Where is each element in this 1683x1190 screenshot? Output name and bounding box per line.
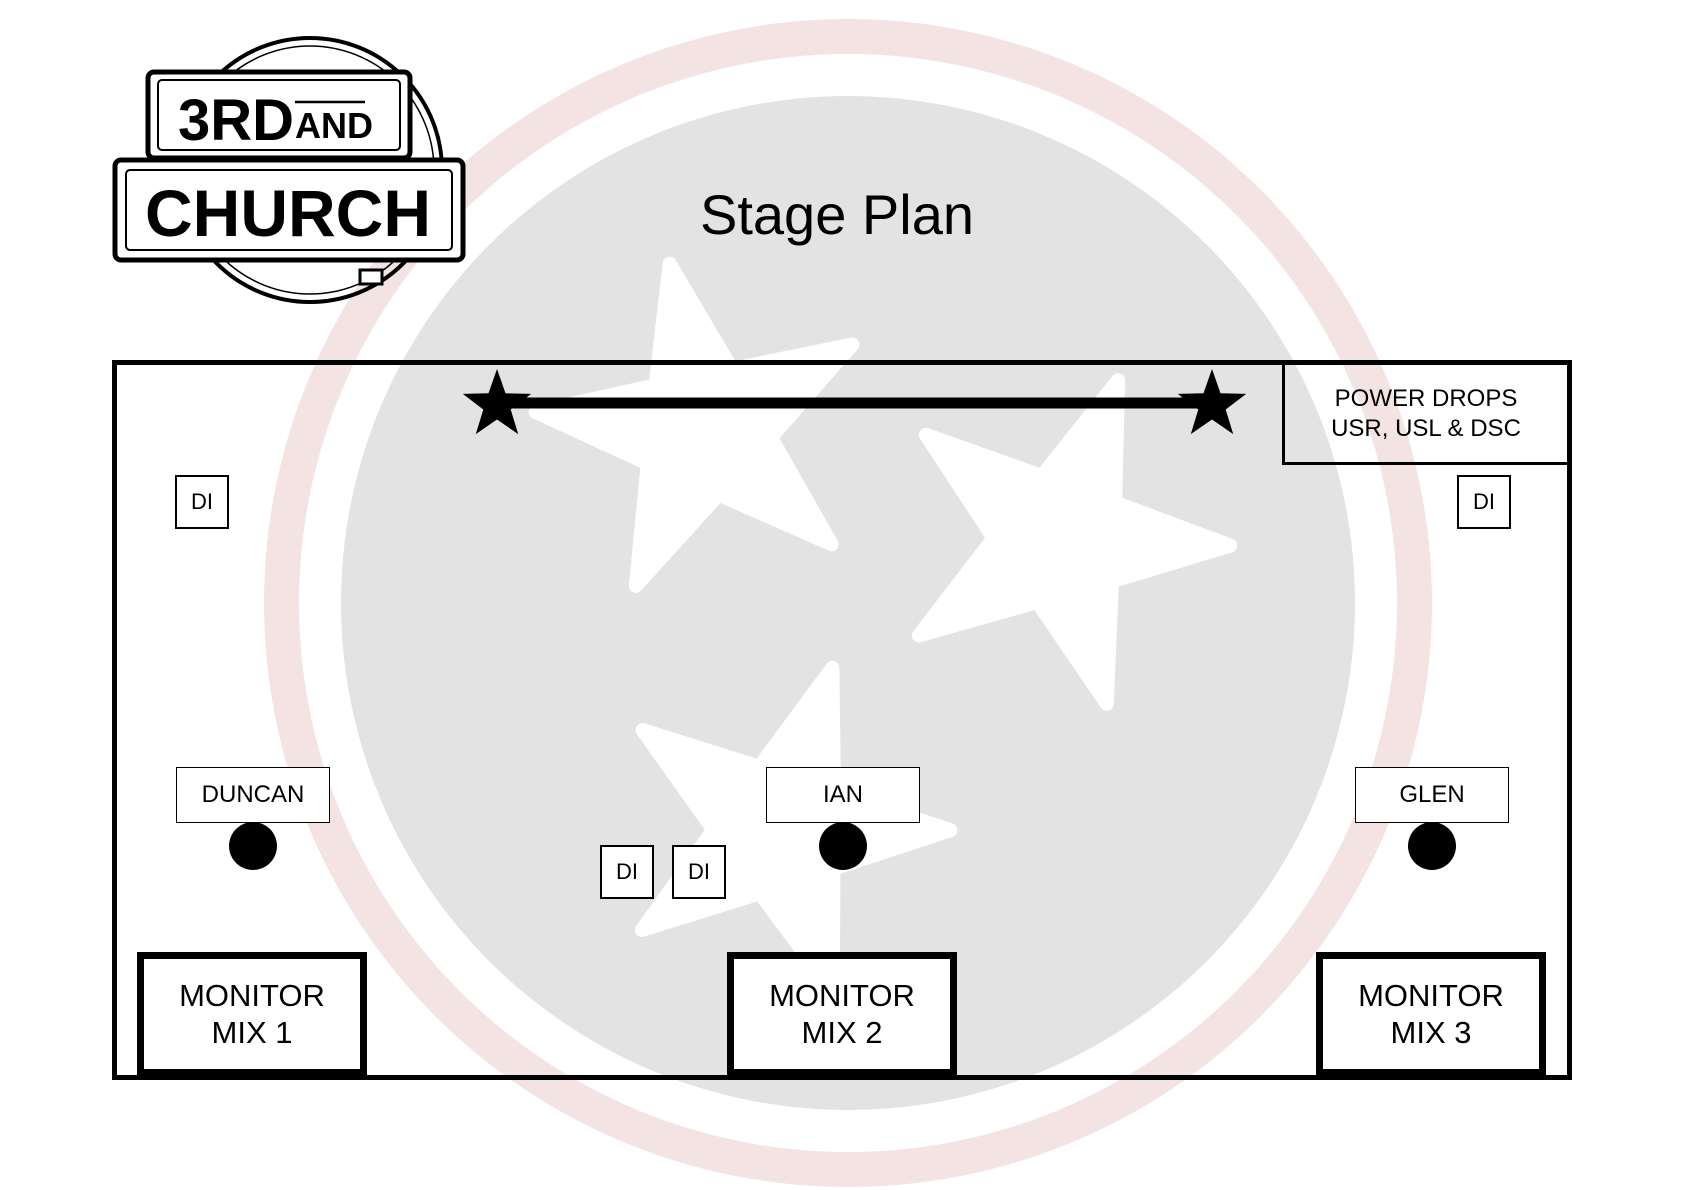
monitor-mix-2-line1: MONITOR — [769, 978, 915, 1013]
truss-line-layer — [462, 369, 1247, 435]
di-box-center-2: DI — [672, 845, 726, 899]
di-box-stage-right: DI — [1457, 475, 1511, 529]
performer-label-ian: IAN — [766, 767, 920, 823]
mic-stand-icon — [229, 822, 277, 870]
monitor-mix-2: MONITOR MIX 2 — [727, 952, 957, 1076]
monitor-mix-3: MONITOR MIX 3 — [1316, 952, 1546, 1076]
logo-text-3rd: 3RD — [178, 88, 294, 153]
power-drops-line2: USR, USL & DSC — [1331, 414, 1521, 442]
monitor-mix-3-line2: MIX 3 — [1390, 1015, 1472, 1050]
power-drops-box: POWER DROPS USR, USL & DSC — [1282, 365, 1567, 465]
power-drops-line1: POWER DROPS — [1334, 384, 1518, 412]
mic-stand-icon — [819, 822, 867, 870]
monitor-mix-1: MONITOR MIX 1 — [137, 952, 367, 1076]
monitor-mix-1-line2: MIX 1 — [211, 1015, 293, 1050]
mic-stand-icon — [1408, 822, 1456, 870]
monitor-mix-2-line2: MIX 2 — [801, 1015, 883, 1050]
star-icon — [462, 369, 532, 435]
star-icon — [1177, 369, 1247, 435]
page-title: Stage Plan — [700, 183, 974, 246]
monitor-mix-3-line1: MONITOR — [1358, 978, 1504, 1013]
logo-text-and: AND — [295, 105, 373, 146]
monitor-mix-1-line1: MONITOR — [179, 978, 325, 1013]
logo-text-church: CHURCH — [145, 176, 431, 250]
di-box-stage-left: DI — [175, 475, 229, 529]
performer-label-glen: GLEN — [1355, 767, 1509, 823]
di-box-center-1: DI — [600, 845, 654, 899]
stage-outline: POWER DROPS USR, USL & DSC DI DI DI DI D… — [112, 360, 1572, 1080]
band-logo: 3RD AND CHURCH — [112, 36, 466, 304]
performer-label-duncan: DUNCAN — [176, 767, 330, 823]
